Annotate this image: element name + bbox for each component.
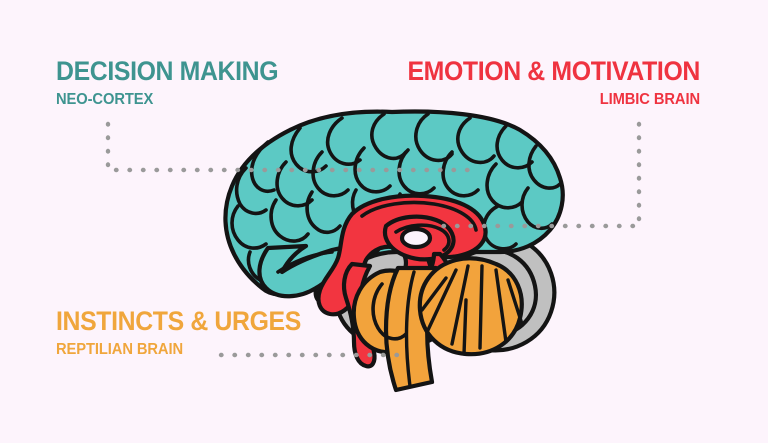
label-neo-cortex: DECISION MAKING NEO-CORTEX [56,58,298,108]
limbic-brain-title: EMOTION & MOTIVATION [407,56,700,86]
temporal-lobe-fold [276,250,334,274]
midbrain-fold [371,282,408,341]
limbic-brain-subtitle: LIMBIC BRAIN [599,91,700,108]
label-limbic-brain: EMOTION & MOTIVATION LIMBIC BRAIN [382,58,700,108]
brainstem-detail [394,270,434,392]
label-reptilian-brain: INSTINCTS & URGES REPTILIAN BRAIN [56,308,322,358]
central-ventricle [399,226,433,250]
neo-cortex-subtitle: NEO-CORTEX [56,91,154,108]
reptilian-brain-title: INSTINCTS & URGES [56,306,301,336]
reptilian-brain-subtitle: REPTILIAN BRAIN [56,341,184,358]
cerebellum-folia [420,264,524,356]
neo-cortex-title: DECISION MAKING [56,56,279,86]
